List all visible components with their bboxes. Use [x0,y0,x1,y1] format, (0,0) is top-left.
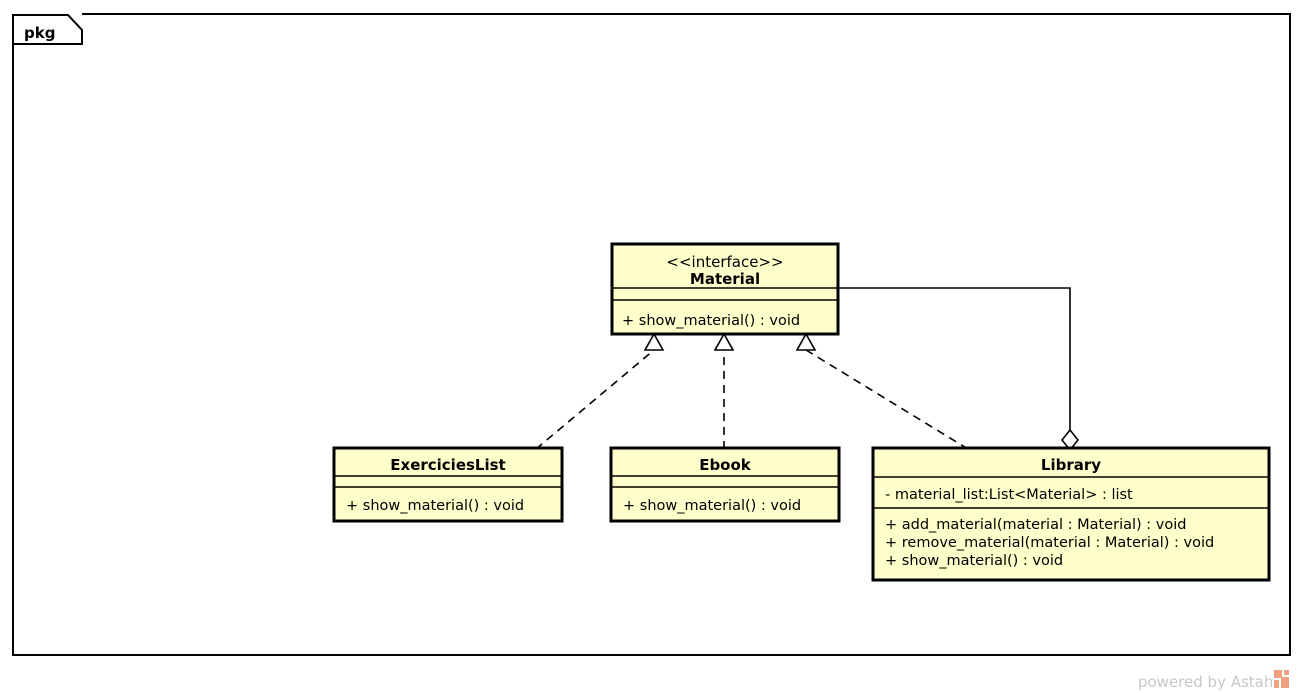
class-box-exerciciesList-outline [332,446,564,523]
class-material-name: Material [690,270,760,288]
class-library-operation-0: + add_material(material : Material) : vo… [885,517,1186,533]
class-exerciciesList-name: ExerciciesList [390,456,505,474]
package-label: pkg [24,24,55,42]
class-box-ebook[interactable]: Ebook + show_material() : void [609,446,841,523]
watermark: powered by Astah [1138,670,1289,691]
realization-exerciciesList-material [535,332,665,450]
class-box-material[interactable]: <<interface>> Material + show_material()… [610,242,840,336]
package-tab [12,14,83,45]
class-box-library[interactable]: Library - material_list:List<Material> :… [871,446,1271,582]
realization-ebook-material [713,332,735,449]
package-frame: pkg [12,13,1291,656]
aggregation-line [838,287,1071,430]
class-material-operation-0: + show_material() : void [622,313,800,329]
class-exerciciesList-operation-0: + show_material() : void [346,498,524,514]
class-material-stereotype: <<interface>> [666,253,783,271]
realization-triangle-icon [795,332,817,351]
class-ebook-operation-0: + show_material() : void [623,498,801,514]
aggregation-library-material [838,287,1080,452]
realization-line [535,349,655,450]
class-library-attribute-0: - material_list:List<Material> : list [885,487,1133,503]
class-box-library-outline [871,446,1271,582]
package-frame-outline [12,13,1291,656]
class-library-operation-2: + show_material() : void [885,553,1063,569]
class-box-ebook-outline [609,446,841,523]
realization-triangle-icon [643,332,665,351]
realization-triangle-icon [713,332,735,351]
astah-logo-icon [1274,670,1289,688]
class-box-material-outline [610,242,840,336]
class-library-name: Library [1041,456,1101,474]
realization-line [805,349,969,450]
realization-library-material [795,332,969,450]
class-box-exerciciesList[interactable]: ExerciciesList + show_material() : void [332,446,564,523]
class-library-operation-1: + remove_material(material : Material) :… [885,535,1214,551]
watermark-label: powered by Astah [1138,673,1273,691]
class-ebook-name: Ebook [699,456,752,474]
